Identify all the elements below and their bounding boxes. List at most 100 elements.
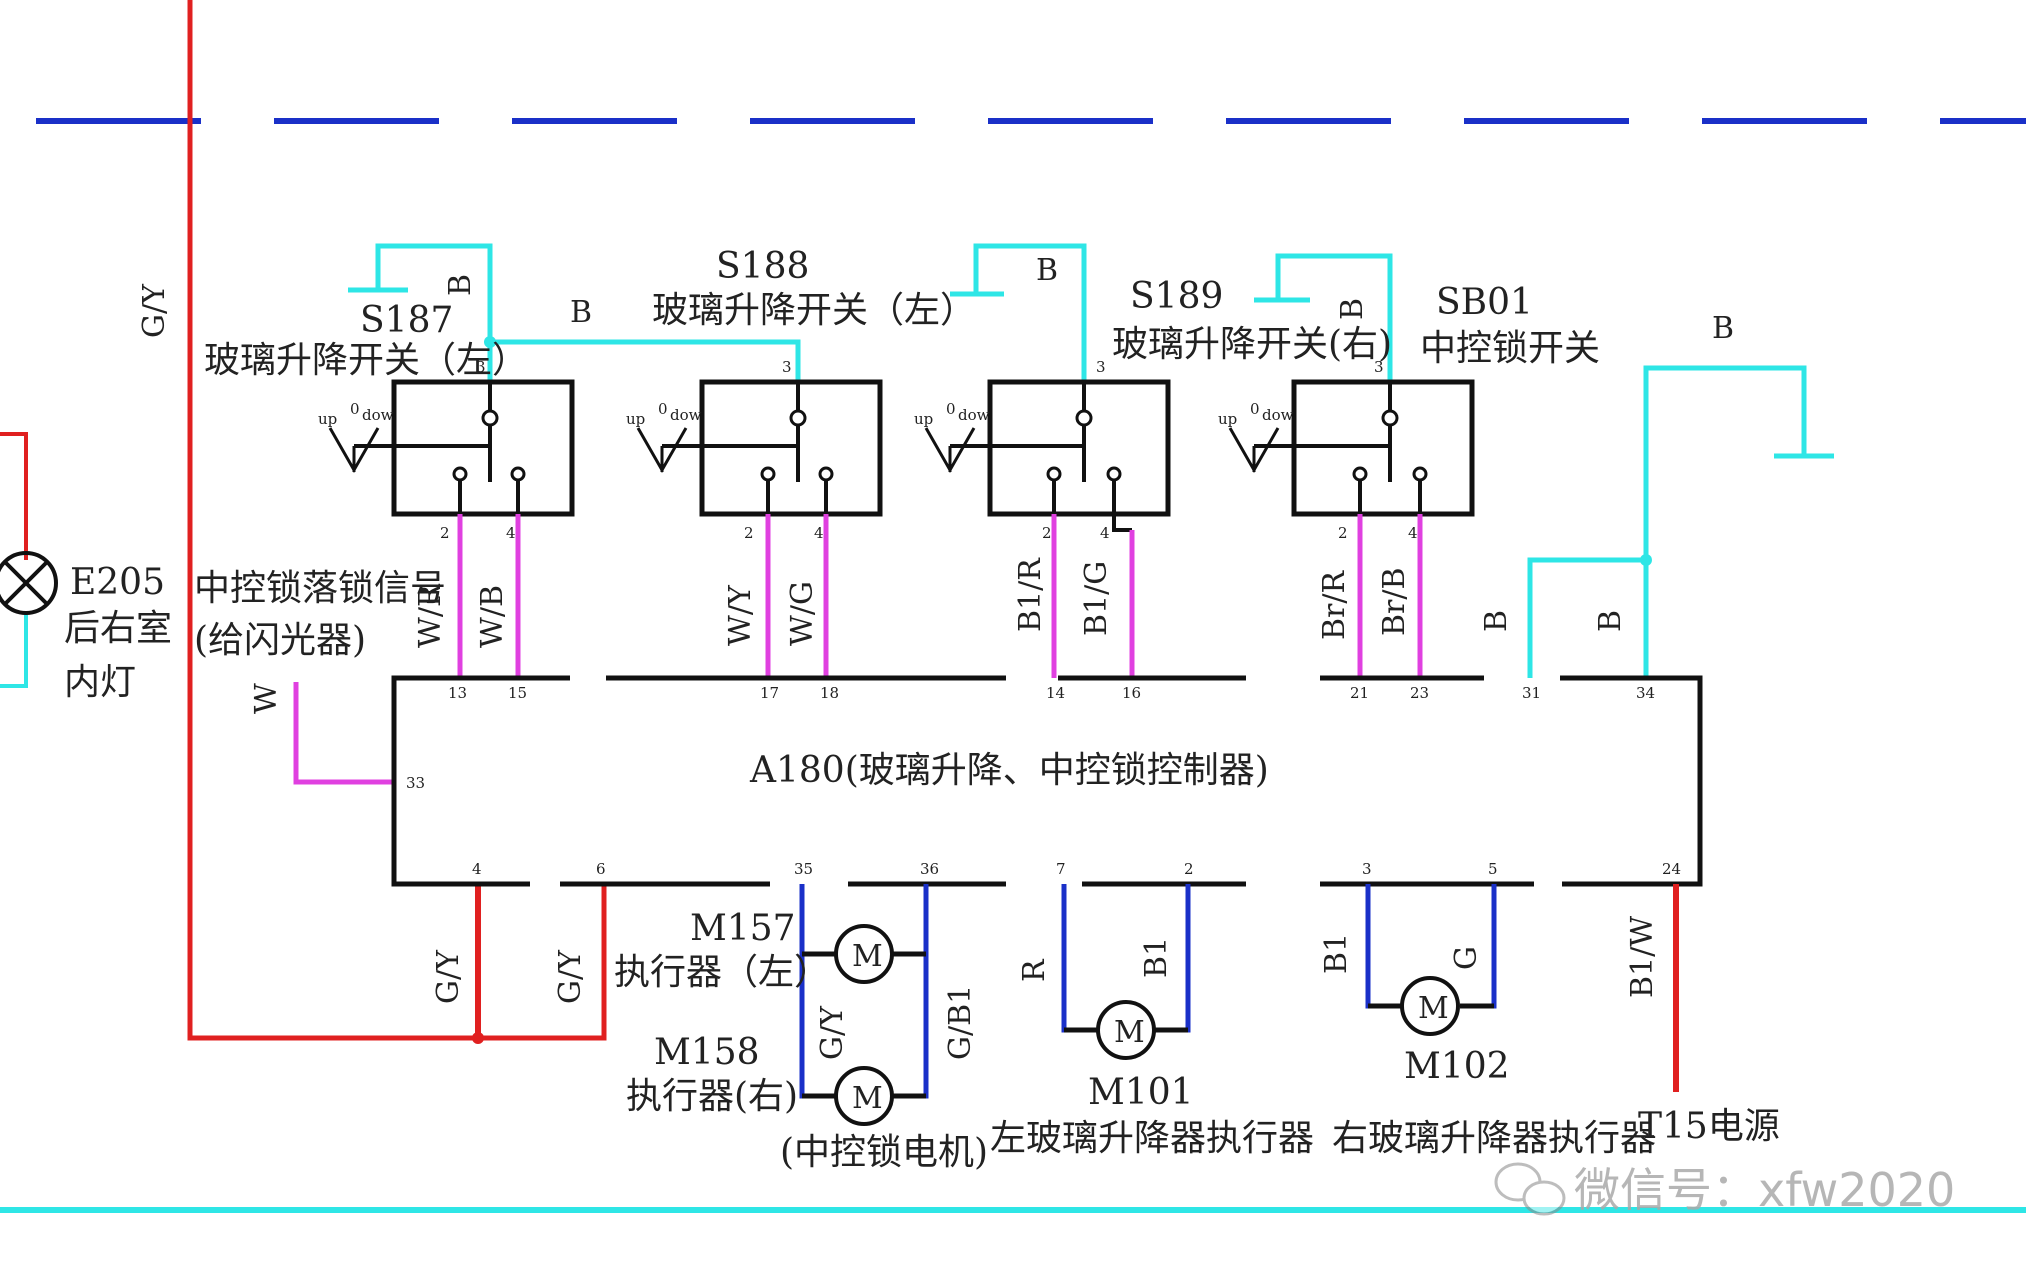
svg-text:2: 2 bbox=[440, 524, 450, 542]
wire-label-wg: W/G bbox=[785, 581, 820, 646]
wire-label-brb: Br/B bbox=[1377, 567, 1412, 636]
e205-id: E205 bbox=[70, 562, 165, 603]
m157-id: M157 bbox=[690, 908, 796, 949]
svg-text:21: 21 bbox=[1350, 684, 1369, 702]
wire-label-b1w: B1/W bbox=[1625, 916, 1660, 998]
magenta-wires bbox=[293, 514, 1423, 785]
wire-label-b1-m102: B1 bbox=[1319, 933, 1354, 974]
wire-label-b-s188: B bbox=[570, 295, 592, 330]
wire-label-brr: Br/R bbox=[1317, 570, 1352, 640]
svg-text:0: 0 bbox=[658, 400, 668, 418]
wire-label-b-s189: B bbox=[1036, 253, 1058, 288]
m158-name: 执行器(右) bbox=[626, 1076, 798, 1117]
motor-m158[interactable]: M bbox=[834, 1066, 894, 1126]
m102-id: M102 bbox=[1404, 1046, 1510, 1087]
svg-text:dow: dow bbox=[670, 406, 702, 424]
m158-id: M158 bbox=[654, 1032, 760, 1073]
s187-id: S187 bbox=[360, 300, 453, 341]
svg-text:up: up bbox=[318, 410, 337, 428]
wire-label-b1r: B1/R bbox=[1013, 557, 1048, 632]
svg-text:M: M bbox=[1418, 991, 1449, 1026]
wire-label-b-34: B bbox=[1593, 610, 1628, 632]
lock-signal-label-line2: (给闪光器) bbox=[194, 620, 366, 661]
svg-text:3: 3 bbox=[1374, 358, 1384, 376]
wechat-icon bbox=[1494, 1162, 1566, 1216]
wire-label-w: W bbox=[249, 683, 284, 714]
red-feed-wire bbox=[187, 0, 607, 1041]
svg-text:dow: dow bbox=[1262, 406, 1294, 424]
svg-text:4: 4 bbox=[472, 860, 482, 878]
svg-text:2: 2 bbox=[744, 524, 754, 542]
svg-text:3: 3 bbox=[782, 358, 792, 376]
svg-text:2: 2 bbox=[1338, 524, 1348, 542]
wire-label-r: R bbox=[1017, 958, 1052, 982]
svg-text:4: 4 bbox=[814, 524, 824, 542]
motor-m102[interactable]: M bbox=[1400, 976, 1460, 1036]
svg-text:24: 24 bbox=[1662, 860, 1681, 878]
wire-label-b-sb01: B bbox=[1335, 298, 1370, 320]
svg-text:3: 3 bbox=[476, 358, 486, 376]
m101-id: M101 bbox=[1088, 1072, 1194, 1113]
svg-text:6: 6 bbox=[596, 860, 606, 878]
t15-name: T15电源 bbox=[1638, 1106, 1780, 1147]
svg-text:31: 31 bbox=[1522, 684, 1541, 702]
svg-text:dow: dow bbox=[362, 406, 394, 424]
wire-label-b1g: B1/G bbox=[1079, 561, 1114, 636]
svg-text:36: 36 bbox=[920, 860, 939, 878]
svg-text:18: 18 bbox=[820, 684, 839, 702]
svg-text:5: 5 bbox=[1488, 860, 1498, 878]
svg-text:7: 7 bbox=[1056, 860, 1066, 878]
lamp-red-wire bbox=[0, 432, 28, 560]
switch-pin-numbers: 3 2 4 3 2 4 3 2 4 3 2 4 bbox=[440, 358, 1418, 542]
switch-position-labels: up 0 dow up 0 dow up 0 dow up 0 dow bbox=[318, 400, 1294, 428]
wire-junction bbox=[1640, 554, 1652, 566]
svg-text:M: M bbox=[1114, 1015, 1145, 1050]
svg-text:M: M bbox=[852, 1081, 883, 1116]
s187-s188-b-wire bbox=[490, 339, 801, 382]
svg-text:3: 3 bbox=[1096, 358, 1106, 376]
a180-controller-box[interactable] bbox=[391, 675, 1703, 887]
svg-text:17: 17 bbox=[760, 684, 779, 702]
switch-s187[interactable] bbox=[328, 379, 575, 517]
wire-label-wr: W/R bbox=[413, 583, 448, 648]
svg-text:up: up bbox=[1218, 410, 1237, 428]
svg-text:14: 14 bbox=[1046, 684, 1065, 702]
wire-junction bbox=[472, 1032, 484, 1044]
s188-id: S188 bbox=[716, 246, 809, 287]
svg-text:13: 13 bbox=[448, 684, 467, 702]
lamp-icon bbox=[0, 551, 58, 615]
wire-label-gy-motor: G/Y bbox=[815, 1005, 850, 1060]
s189-id: S189 bbox=[1130, 276, 1223, 317]
svg-text:M: M bbox=[852, 939, 883, 974]
switch-s188[interactable] bbox=[636, 379, 883, 517]
m101-name: 左玻璃升降器执行器 bbox=[990, 1118, 1314, 1159]
s189-name: 玻璃升降开关(右) bbox=[1112, 324, 1392, 365]
wire-label-b-right: B bbox=[1712, 311, 1734, 346]
svg-text:4: 4 bbox=[1408, 524, 1418, 542]
a180-ground-wire-34 bbox=[1643, 365, 1807, 678]
motor-m157[interactable]: M bbox=[834, 924, 894, 984]
m157-name: 执行器（左） bbox=[614, 952, 830, 993]
svg-text:33: 33 bbox=[406, 774, 425, 792]
svg-text:dow: dow bbox=[958, 406, 990, 424]
a180-ground-wire-31 bbox=[1527, 557, 1646, 678]
watermark-text: 微信号：xfw2020 bbox=[1574, 1163, 1955, 1217]
switch-s189[interactable] bbox=[924, 379, 1171, 532]
lamp-cyan-wire bbox=[0, 612, 28, 688]
wire-label-wy: W/Y bbox=[723, 584, 758, 646]
svg-text:0: 0 bbox=[1250, 400, 1260, 418]
svg-text:35: 35 bbox=[794, 860, 813, 878]
wire-label-gy-vertical: G/Y bbox=[137, 283, 172, 338]
lock-signal-label-line1: 中控锁落锁信号 bbox=[194, 568, 446, 609]
wire-label-gy-pin4: G/Y bbox=[431, 949, 466, 1004]
svg-text:0: 0 bbox=[350, 400, 360, 418]
svg-text:16: 16 bbox=[1122, 684, 1141, 702]
a180-name: A180(玻璃升降、中控锁控制器) bbox=[749, 750, 1269, 791]
svg-text:23: 23 bbox=[1410, 684, 1429, 702]
motor-m101[interactable]: M bbox=[1096, 1000, 1156, 1060]
switch-sb01[interactable] bbox=[1228, 379, 1475, 517]
s187-name: 玻璃升降开关（左） bbox=[204, 340, 528, 381]
sb01-ground-wire bbox=[1275, 253, 1393, 382]
svg-text:up: up bbox=[914, 410, 933, 428]
